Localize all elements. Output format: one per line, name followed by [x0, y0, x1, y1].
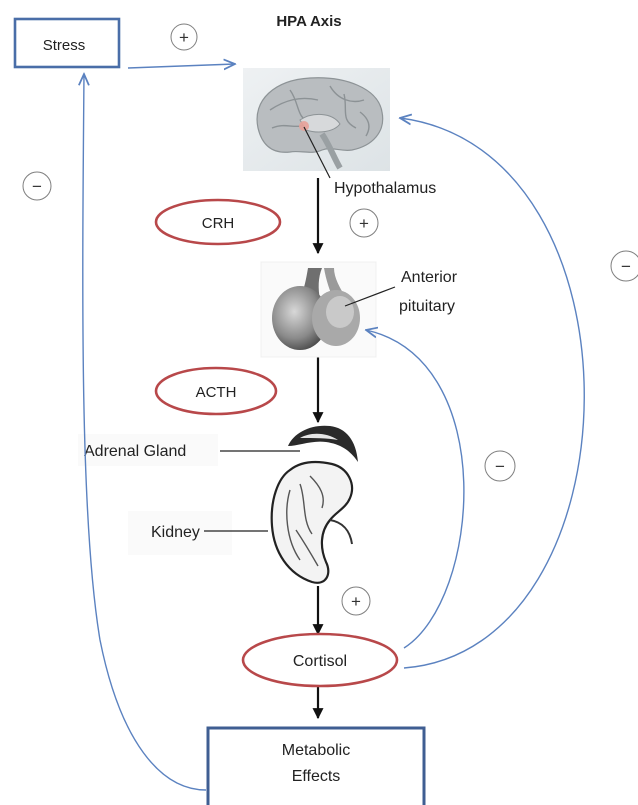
diagram-title: HPA Axis	[276, 13, 341, 30]
svg-text:+: +	[179, 28, 189, 47]
metabolic-effects-box	[208, 728, 424, 805]
minus-sign-hypothalamus-feedback: −	[611, 251, 638, 281]
stress-label: Stress	[43, 37, 86, 54]
hypothalamus-label: Hypothalamus	[334, 180, 436, 197]
minus-sign-stress-feedback: −	[23, 172, 51, 200]
pituitary-image	[261, 262, 376, 357]
plus-sign-hypothalamus: +	[350, 209, 378, 237]
adrenal-gland-label: Adrenal Gland	[84, 443, 186, 460]
kidney-label: Kidney	[151, 524, 200, 541]
feedback-metabolic-to-stress	[83, 74, 206, 790]
crh-label: CRH	[202, 215, 235, 232]
anterior-pituitary-label-line1: Anterior	[401, 269, 458, 286]
svg-text:+: +	[351, 592, 361, 611]
metabolic-effects-label-line1: Metabolic	[282, 742, 350, 759]
plus-sign-stress: +	[171, 24, 197, 50]
cortisol-label: Cortisol	[293, 653, 347, 670]
feedback-cortisol-to-hypothalamus	[400, 118, 584, 668]
svg-text:+: +	[359, 214, 369, 233]
plus-sign-kidney: +	[342, 587, 370, 615]
svg-text:−: −	[495, 457, 505, 476]
svg-text:−: −	[621, 257, 631, 276]
anterior-pituitary-label-line2: pituitary	[399, 298, 455, 315]
metabolic-effects-label-line2: Effects	[292, 768, 341, 785]
svg-text:−: −	[32, 177, 42, 196]
minus-sign-pituitary-feedback: −	[485, 451, 515, 481]
acth-label: ACTH	[196, 384, 237, 401]
adrenal-kidney-image	[272, 426, 358, 583]
brain-image	[243, 68, 390, 171]
feedback-cortisol-to-pituitary	[366, 330, 464, 648]
stress-to-hypothalamus-arrow	[128, 64, 235, 68]
